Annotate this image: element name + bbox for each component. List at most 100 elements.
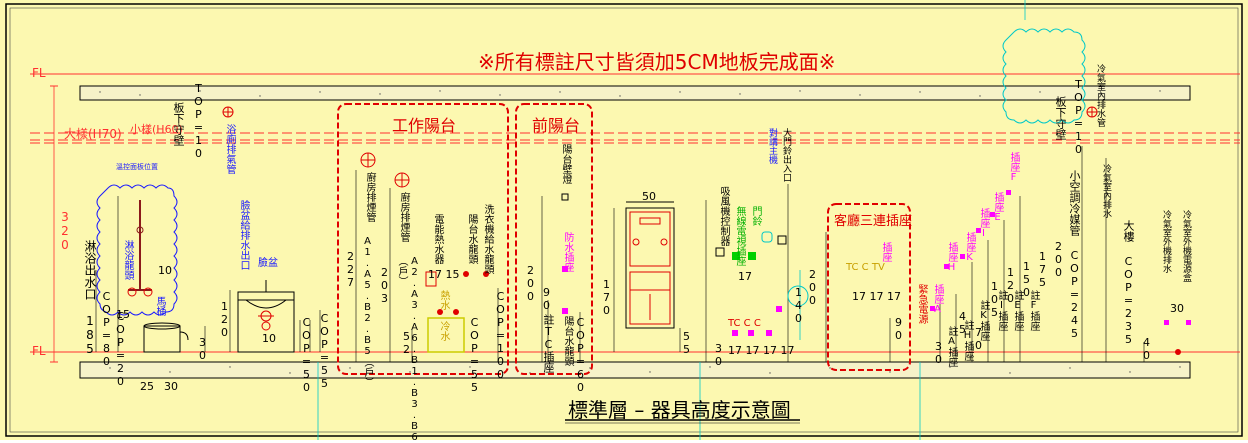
dim-70-label: 70 — [972, 326, 985, 352]
dim-10b-label: 10 — [262, 332, 276, 345]
remote-label: 吸風機控制器 — [718, 186, 729, 246]
dim-25-label: 25 — [140, 380, 154, 393]
socket-a-vertical: 註A插座 — [946, 326, 957, 367]
dim-30b-label: 30 — [196, 336, 209, 362]
basin-label: 臉盆 — [258, 258, 278, 269]
dim-45-label: 45 — [956, 310, 969, 336]
sockets-140-label: 140 — [792, 286, 805, 325]
kitchen-exhaust2-label: 廚房排煙管 — [398, 192, 409, 242]
h60-label: 小樣(H60) — [130, 123, 183, 136]
socket-k-vertical: 註K插座 — [978, 300, 989, 341]
dim-15-label: 15 — [116, 308, 130, 321]
dim-30c-label: 30 — [932, 340, 945, 366]
tv-90-label: 90 — [892, 316, 905, 342]
tv-label: TC C TV — [846, 262, 885, 273]
bath-top10-label: TOP=10 — [192, 82, 205, 160]
fb-tc-label: 註TC插座 — [542, 314, 555, 373]
panel-55-label: 55 — [680, 330, 693, 356]
fb-90-label: 90 — [540, 286, 553, 312]
height-320-label: 320 — [58, 210, 72, 252]
shower-left-label: 淋浴龍頭 — [122, 240, 133, 280]
washer-drain-label: 陽台水龍頭 — [466, 214, 477, 264]
emergency-label: 緊急電源 — [916, 284, 927, 324]
ac-cop245-label: 小空調冷媒管 COP=245 — [1068, 170, 1081, 340]
ac-indoor-drain-label: 冷氣室內排水 — [1101, 164, 1111, 218]
intercom-label: 對講主機 — [767, 128, 777, 164]
ac-cop235-label: 大樓 COP=235 — [1122, 220, 1135, 346]
kitchen-exhaust1-label: 廚房排煙管 — [364, 172, 375, 222]
socket-i-label: 插座I — [978, 208, 989, 239]
fl-bottom-label: FL — [32, 344, 46, 358]
wireless-label: 無線電視插座 — [734, 206, 745, 266]
fb-cop60-label: COP=60 — [574, 316, 587, 394]
dim-52-label: 52 — [400, 330, 413, 356]
dim-200b-label: 200 — [1052, 240, 1065, 279]
doorbell-label: 門鈴 — [750, 206, 761, 226]
zone-work-balcony: 工作陽台 — [392, 116, 457, 135]
elec-out-label: 大門鈴出入口 — [781, 128, 791, 182]
panel-30-label: 30 — [712, 342, 725, 368]
socket-markers — [930, 190, 1011, 311]
socket-a-label: 插座A — [932, 284, 943, 315]
cop50-label: COP=50 — [300, 316, 313, 394]
ac-ceiling-label: 板下守壁 — [1054, 96, 1067, 140]
hot-cold-label: 熱水 冷水 — [438, 290, 449, 341]
dim-30d-label: 30 — [1170, 302, 1184, 315]
washer-water-label: 洗衣機給水龍頭 — [482, 204, 493, 274]
fb-socket-label: 防水插座 — [562, 232, 573, 272]
dim-10-label: 10 — [158, 264, 172, 277]
socket-h-label: 插座H — [946, 242, 957, 273]
cop55-label: COP=55 — [318, 312, 331, 390]
dim-175-label: 175 — [1036, 250, 1049, 289]
zone-front-balcony: 前陽台 — [532, 116, 581, 135]
header-note: ※所有標註尺寸皆須加5CM地板完成面※ — [478, 50, 836, 74]
socket-e-vertical: 註E插座 — [1012, 290, 1023, 331]
fb-hose-label: 陽台壁燈 — [560, 144, 571, 184]
slab-hatch — [99, 90, 1181, 374]
tc-labels: TC C C — [728, 318, 761, 329]
kitchen-codes-label: A1.A5.B2.B5（戶） — [362, 236, 373, 387]
dim-120b-label: 120 — [1004, 266, 1017, 305]
dim-105-label: 105 — [988, 280, 1001, 319]
cop55b-label: COP=55 — [468, 316, 481, 394]
fb-200-label: 200 — [524, 264, 537, 303]
heater-label: 電能熱水器 — [432, 214, 443, 264]
dim-203-label: 203 — [378, 266, 391, 305]
fb-faucet-label: 陽台水龍頭 — [562, 316, 573, 366]
dim-1715-label: 17 15 — [428, 268, 460, 281]
ac-outdoor2-label: 冷氣室外機排水 — [1161, 210, 1171, 273]
tv-socket-label: 插座 — [880, 242, 891, 262]
shower-h185-label: 淋浴出水口 185 — [83, 240, 97, 356]
panel-50-label: 50 — [642, 190, 656, 203]
socket-f-vertical: 註F插座 — [1028, 290, 1039, 331]
toilet-label: 馬桶 — [154, 296, 165, 316]
socket-f-label: 插座F — [1008, 152, 1019, 183]
socket-i-vertical: 註I插座 — [996, 290, 1007, 331]
fl-top-label: FL — [32, 66, 46, 80]
exhaust-pipe-label: 浴廁排氣管 — [224, 124, 235, 174]
sockets-row-label: 17 17 17 17 — [728, 344, 795, 357]
cop100-label: COP=100 — [494, 290, 507, 381]
dim-227-label: 227 — [344, 250, 357, 289]
title: 標準層 – 器具高度示意圖 — [568, 398, 791, 422]
h70-label: 大樣(H70) — [64, 127, 122, 141]
dim-120-label: 120 — [218, 300, 231, 339]
panel-170-label: 170 — [600, 278, 613, 317]
sockets-17-label: 17 — [738, 270, 752, 283]
cop20-label: COP=20 — [114, 310, 127, 388]
ac-outdoor1-label: 冷氣室外機電源盒 — [1181, 210, 1191, 282]
tv-row-label: 17 17 17 — [852, 290, 901, 303]
ac-top10-label: TOP=10 — [1072, 78, 1085, 156]
dim-150-label: 150 — [1020, 260, 1033, 299]
bath-ceiling-label: 板下守壁 — [172, 102, 185, 146]
hot-water-stand-label: 溫控面板位置 — [116, 163, 158, 171]
socket-e-label: 插座E — [992, 192, 1003, 223]
ac-indoor-label: 冷氣室內排水管 — [1095, 64, 1105, 127]
kitchen-codes2-label: A2.A3.A6.B1.B3.B6（戶） — [396, 256, 420, 443]
socket-h-vertical: 註H插座 — [962, 320, 973, 361]
basin-drain-label: 臉盆給排水出口 — [238, 200, 249, 270]
dim-40-label: 40 — [1140, 336, 1153, 362]
dim-30a-label: 30 — [164, 380, 178, 393]
